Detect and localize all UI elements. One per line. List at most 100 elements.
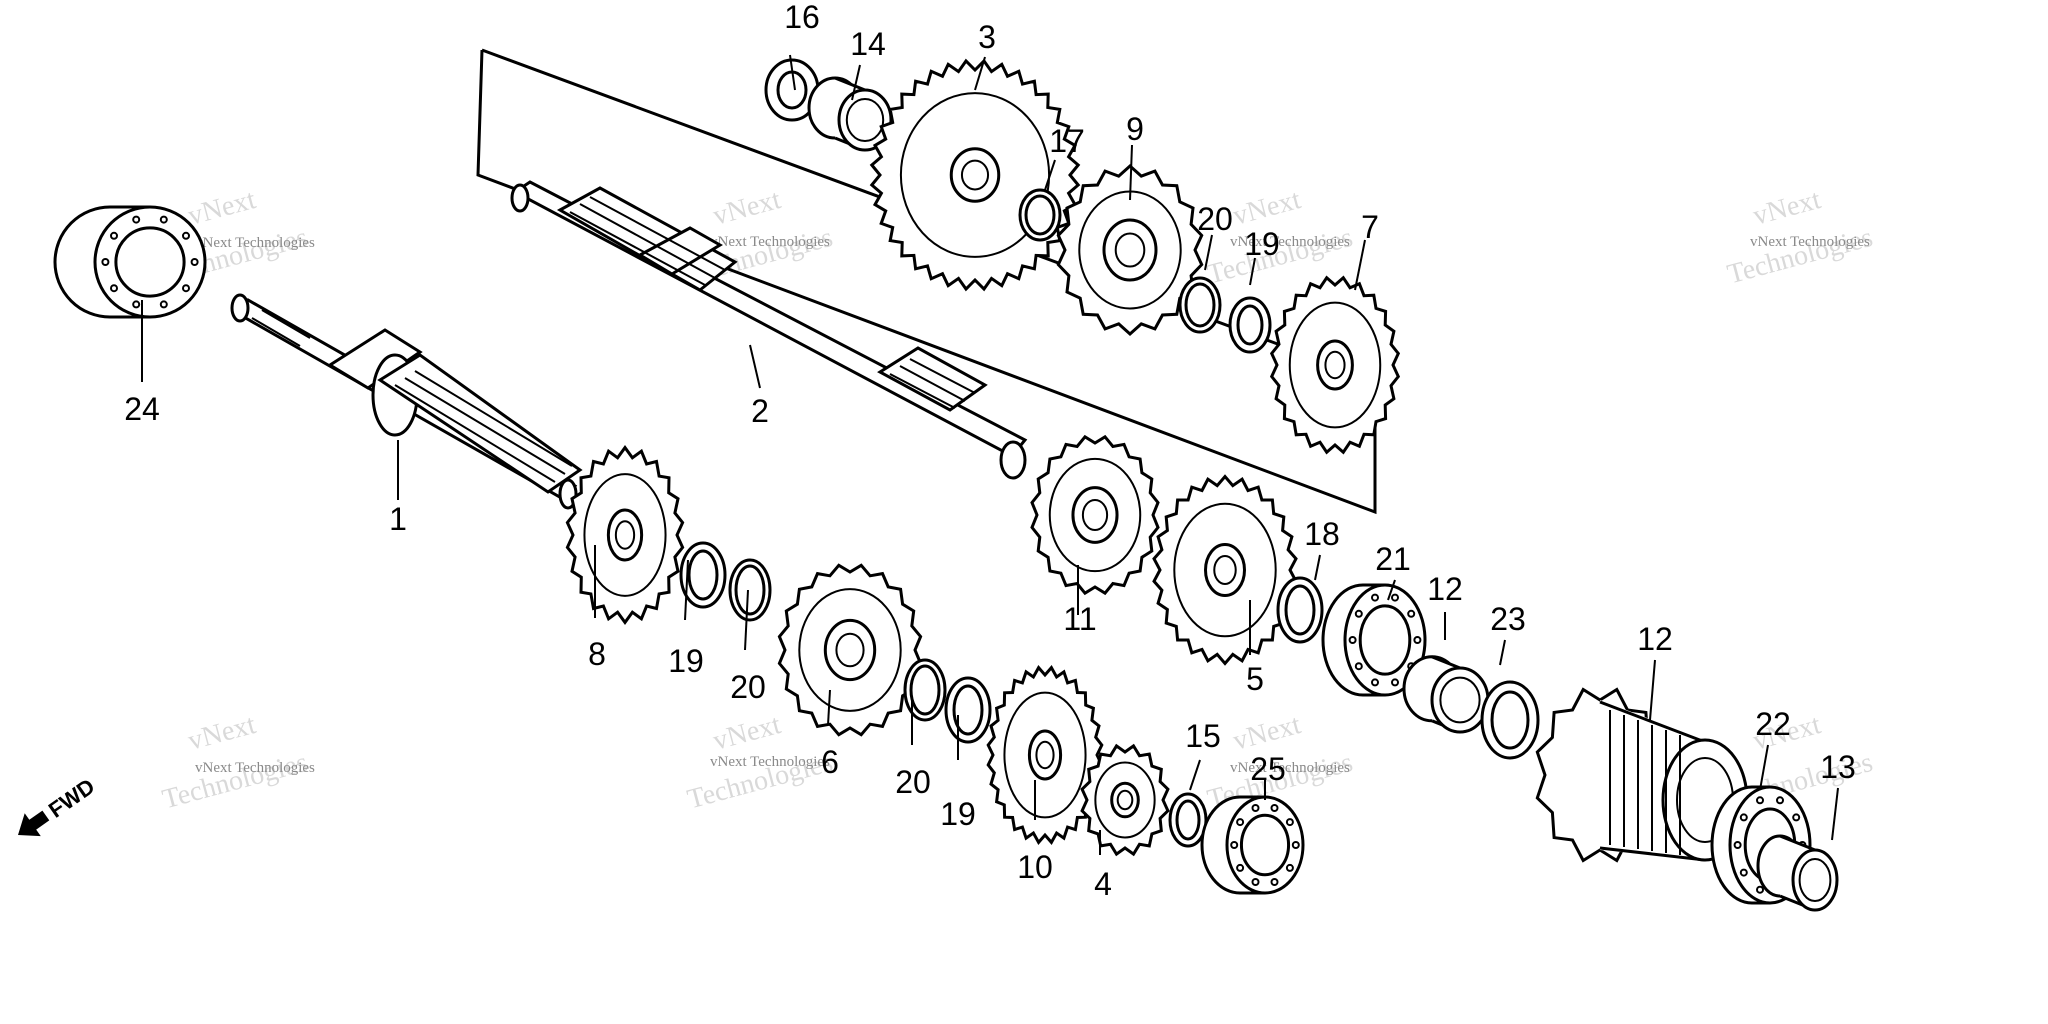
leader-7: [1354, 239, 1366, 291]
callout-1: 1: [389, 501, 407, 537]
leader-20-left: [744, 589, 749, 651]
group-bracket-line: [476, 49, 1377, 515]
fwd-arrow-icon: [18, 810, 50, 837]
gear-part-4: [1080, 743, 1170, 857]
callout-25: 25: [1250, 751, 1286, 787]
leader-2: [749, 344, 761, 389]
watermark-7-text: vNext Technologies: [1230, 760, 1350, 776]
leader-9: [1129, 144, 1133, 201]
svg-text:Technologies: Technologies: [1724, 222, 1876, 290]
svg-text:vNext: vNext: [1230, 709, 1304, 757]
collar-part-13-right: [1756, 834, 1839, 912]
circlip-part-17: [1018, 188, 1062, 242]
svg-text:vNext: vNext: [1230, 184, 1304, 232]
watermark-5: vNext Technologies: [159, 709, 311, 815]
leader-19-left: [684, 559, 689, 621]
gear-part-3: [869, 58, 1081, 292]
circlip-part-20-top: [1178, 276, 1222, 334]
leader-3: [974, 56, 986, 91]
washer-part-16: [764, 58, 820, 122]
leader-23: [1499, 639, 1506, 666]
callout-13-mid: 12: [1427, 571, 1463, 607]
gear-part-7: [1269, 275, 1401, 455]
parts-layer: [53, 58, 1839, 912]
callout-14: 14: [850, 26, 886, 62]
collar-part-14: [807, 76, 893, 152]
svg-text:vNext: vNext: [185, 709, 259, 757]
gear-part-9: [1056, 163, 1204, 337]
watermark-1-text: vNext Technologies: [195, 235, 315, 251]
watermark-5-text: vNext Technologies: [195, 760, 315, 776]
leader-13-right: [1831, 787, 1839, 841]
washer-part-18: [1276, 576, 1324, 644]
fwd-label: FWD: [44, 773, 99, 822]
callout-21: 21: [1375, 541, 1411, 577]
gear-part-6: [777, 563, 923, 737]
bearing-part-24: [53, 205, 207, 319]
washer-part-19-left: [679, 541, 727, 609]
circlip-part-20-left: [728, 558, 772, 622]
callout-2: 2: [751, 393, 769, 429]
callout-9: 9: [1126, 111, 1144, 147]
callout-8: 8: [588, 636, 606, 672]
watermark-6-text: vNext Technologies: [710, 754, 830, 770]
callout-10: 10: [1017, 849, 1053, 885]
fwd-direction-indicator: FWD: [18, 773, 99, 837]
mainshaft-part-1: [230, 293, 583, 510]
callout-19-bottom: 19: [940, 796, 976, 832]
washer-part-23: [1480, 680, 1540, 760]
watermark-4-text: vNext Technologies: [1750, 234, 1870, 250]
watermark-4: vNext Technologies: [1724, 184, 1876, 290]
washer-part-15: [1168, 792, 1208, 848]
leader-16: [789, 54, 796, 91]
leader-18: [1314, 554, 1321, 581]
leader-21: [1387, 579, 1396, 601]
callout-labels: 24 1 2 16 14 3 17 9 20 19 7 8 19 20 6 20…: [124, 0, 1856, 902]
callout-16: 16: [784, 0, 820, 35]
leader-20-top: [1204, 234, 1213, 271]
callout-20-left: 20: [730, 669, 766, 705]
callout-24: 24: [124, 391, 160, 427]
leader-lines: [141, 54, 1839, 855]
washer-part-19-bottom: [944, 676, 992, 744]
svg-text:vNext: vNext: [185, 184, 259, 232]
callout-15: 15: [1185, 718, 1221, 754]
countershaft-part-2: [510, 180, 1028, 480]
washer-part-19-top: [1228, 296, 1272, 354]
callout-17: 17: [1049, 123, 1085, 159]
watermark-3-text: vNext Technologies: [1230, 234, 1350, 250]
callout-6: 6: [821, 744, 839, 780]
gear-part-10: [986, 664, 1104, 846]
gear-part-8: [565, 445, 685, 625]
svg-text:vNext: vNext: [710, 184, 784, 232]
svg-text:vNext: vNext: [1750, 184, 1824, 232]
watermark-2-text: vNext Technologies: [710, 234, 830, 250]
leader-15: [1189, 759, 1201, 791]
callout-7: 7: [1361, 209, 1379, 245]
callout-20-bottom: 20: [895, 764, 931, 800]
gear-part-11: [1030, 434, 1160, 596]
callout-5: 5: [1246, 661, 1264, 697]
callout-18: 18: [1304, 516, 1340, 552]
bearing-part-21: [1321, 583, 1427, 697]
callout-13-right: 13: [1820, 749, 1856, 785]
callout-4: 4: [1094, 866, 1112, 902]
leader-14: [851, 64, 861, 101]
svg-text:Technologies: Technologies: [159, 747, 311, 815]
leader-19-top: [1249, 257, 1256, 286]
leader-6: [827, 689, 831, 726]
leader-17: [1044, 159, 1056, 191]
callout-19-top: 19: [1244, 226, 1280, 262]
callout-12: 12: [1637, 621, 1673, 657]
callout-3: 3: [978, 19, 996, 55]
bearing-part-25: [1200, 795, 1305, 895]
callout-20-top: 20: [1197, 201, 1233, 237]
leader-12: [1649, 659, 1656, 721]
collar-part-13-mid: [1402, 655, 1490, 734]
callout-11: 11: [1063, 601, 1096, 637]
svg-text:vNext: vNext: [710, 709, 784, 757]
gear-part-5: [1152, 474, 1298, 666]
circlip-part-20-bottom: [903, 658, 947, 722]
callout-19-left: 19: [668, 643, 704, 679]
